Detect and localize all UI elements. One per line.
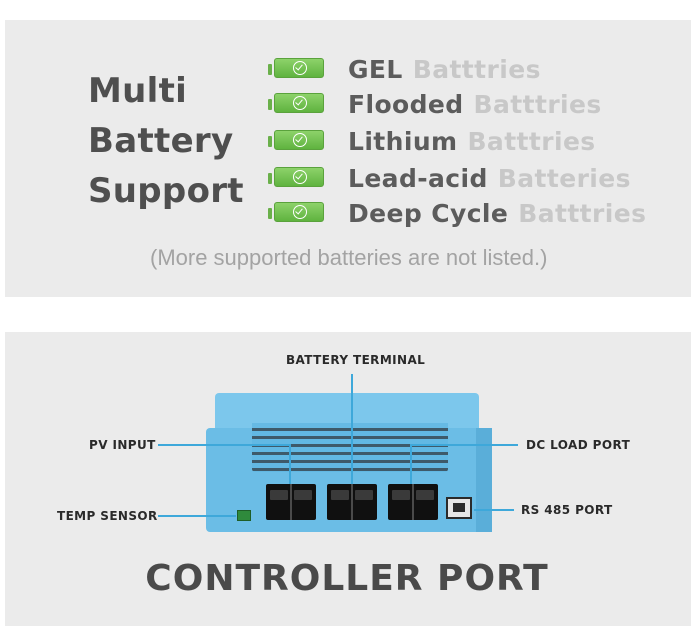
temp-sensor-label: TEMP SENSOR	[57, 509, 158, 523]
battery-type-item: Lead-acid Batteries	[268, 163, 631, 193]
controller-housing-side	[476, 428, 492, 532]
rs485-callout-line	[474, 509, 514, 511]
vent-top-edge	[232, 403, 468, 423]
battery-check-icon	[268, 58, 326, 80]
temp-sensor-port	[237, 510, 251, 521]
dc-load-callout-drop	[410, 444, 412, 484]
battery-type-suffix: Batttries	[467, 126, 596, 156]
controller-port-title: CONTROLLER PORT	[145, 558, 549, 599]
dc-load-callout-line	[410, 444, 518, 446]
battery-type-suffix: Batttries	[412, 54, 541, 84]
battery-type-suffix: Batttries	[473, 89, 602, 119]
rs485-port-icon	[446, 497, 472, 519]
battery-support-panel	[5, 20, 691, 297]
pv-input-callout-drop	[289, 444, 291, 484]
battery-type-name: Lithium	[348, 126, 458, 156]
pv-input-terminal	[266, 484, 316, 520]
battery-type-name: Lead-acid	[348, 163, 488, 193]
rs485-port-label: RS 485 PORT	[521, 503, 613, 517]
battery-type-suffix: Batttries	[518, 198, 647, 228]
temp-sensor-callout-line	[158, 515, 236, 517]
battery-check-icon	[268, 93, 326, 115]
battery-type-item: Flooded Batttries	[268, 89, 602, 119]
battery-type-name: Flooded	[348, 89, 464, 119]
battery-terminal-callout-line	[351, 374, 353, 484]
battery-type-item: Lithium Batttries	[268, 126, 596, 156]
heading-line-3: Support	[88, 171, 244, 211]
pv-input-label: PV INPUT	[89, 438, 156, 452]
dc-load-port-label: DC LOAD PORT	[526, 438, 631, 452]
battery-terminal	[327, 484, 377, 520]
heading-line-1: Multi	[88, 71, 188, 111]
heading-line-2: Battery	[88, 121, 234, 161]
battery-check-icon	[268, 167, 326, 189]
battery-terminal-label: BATTERY TERMINAL	[286, 353, 426, 367]
battery-type-item: Deep Cycle Batttries	[268, 198, 646, 228]
dc-load-terminal	[388, 484, 438, 520]
battery-type-name: GEL	[348, 54, 403, 84]
battery-type-item: GEL Batttries	[268, 54, 541, 84]
multi-battery-support-heading: Multi Battery Support	[88, 66, 244, 216]
battery-check-icon	[268, 202, 326, 224]
battery-check-icon	[268, 130, 326, 152]
battery-type-suffix: Batteries	[497, 163, 631, 193]
more-batteries-note: (More supported batteries are not listed…	[150, 245, 548, 270]
cooling-vent	[252, 420, 448, 472]
pv-input-callout-line	[158, 444, 291, 446]
battery-type-name: Deep Cycle	[348, 198, 509, 228]
